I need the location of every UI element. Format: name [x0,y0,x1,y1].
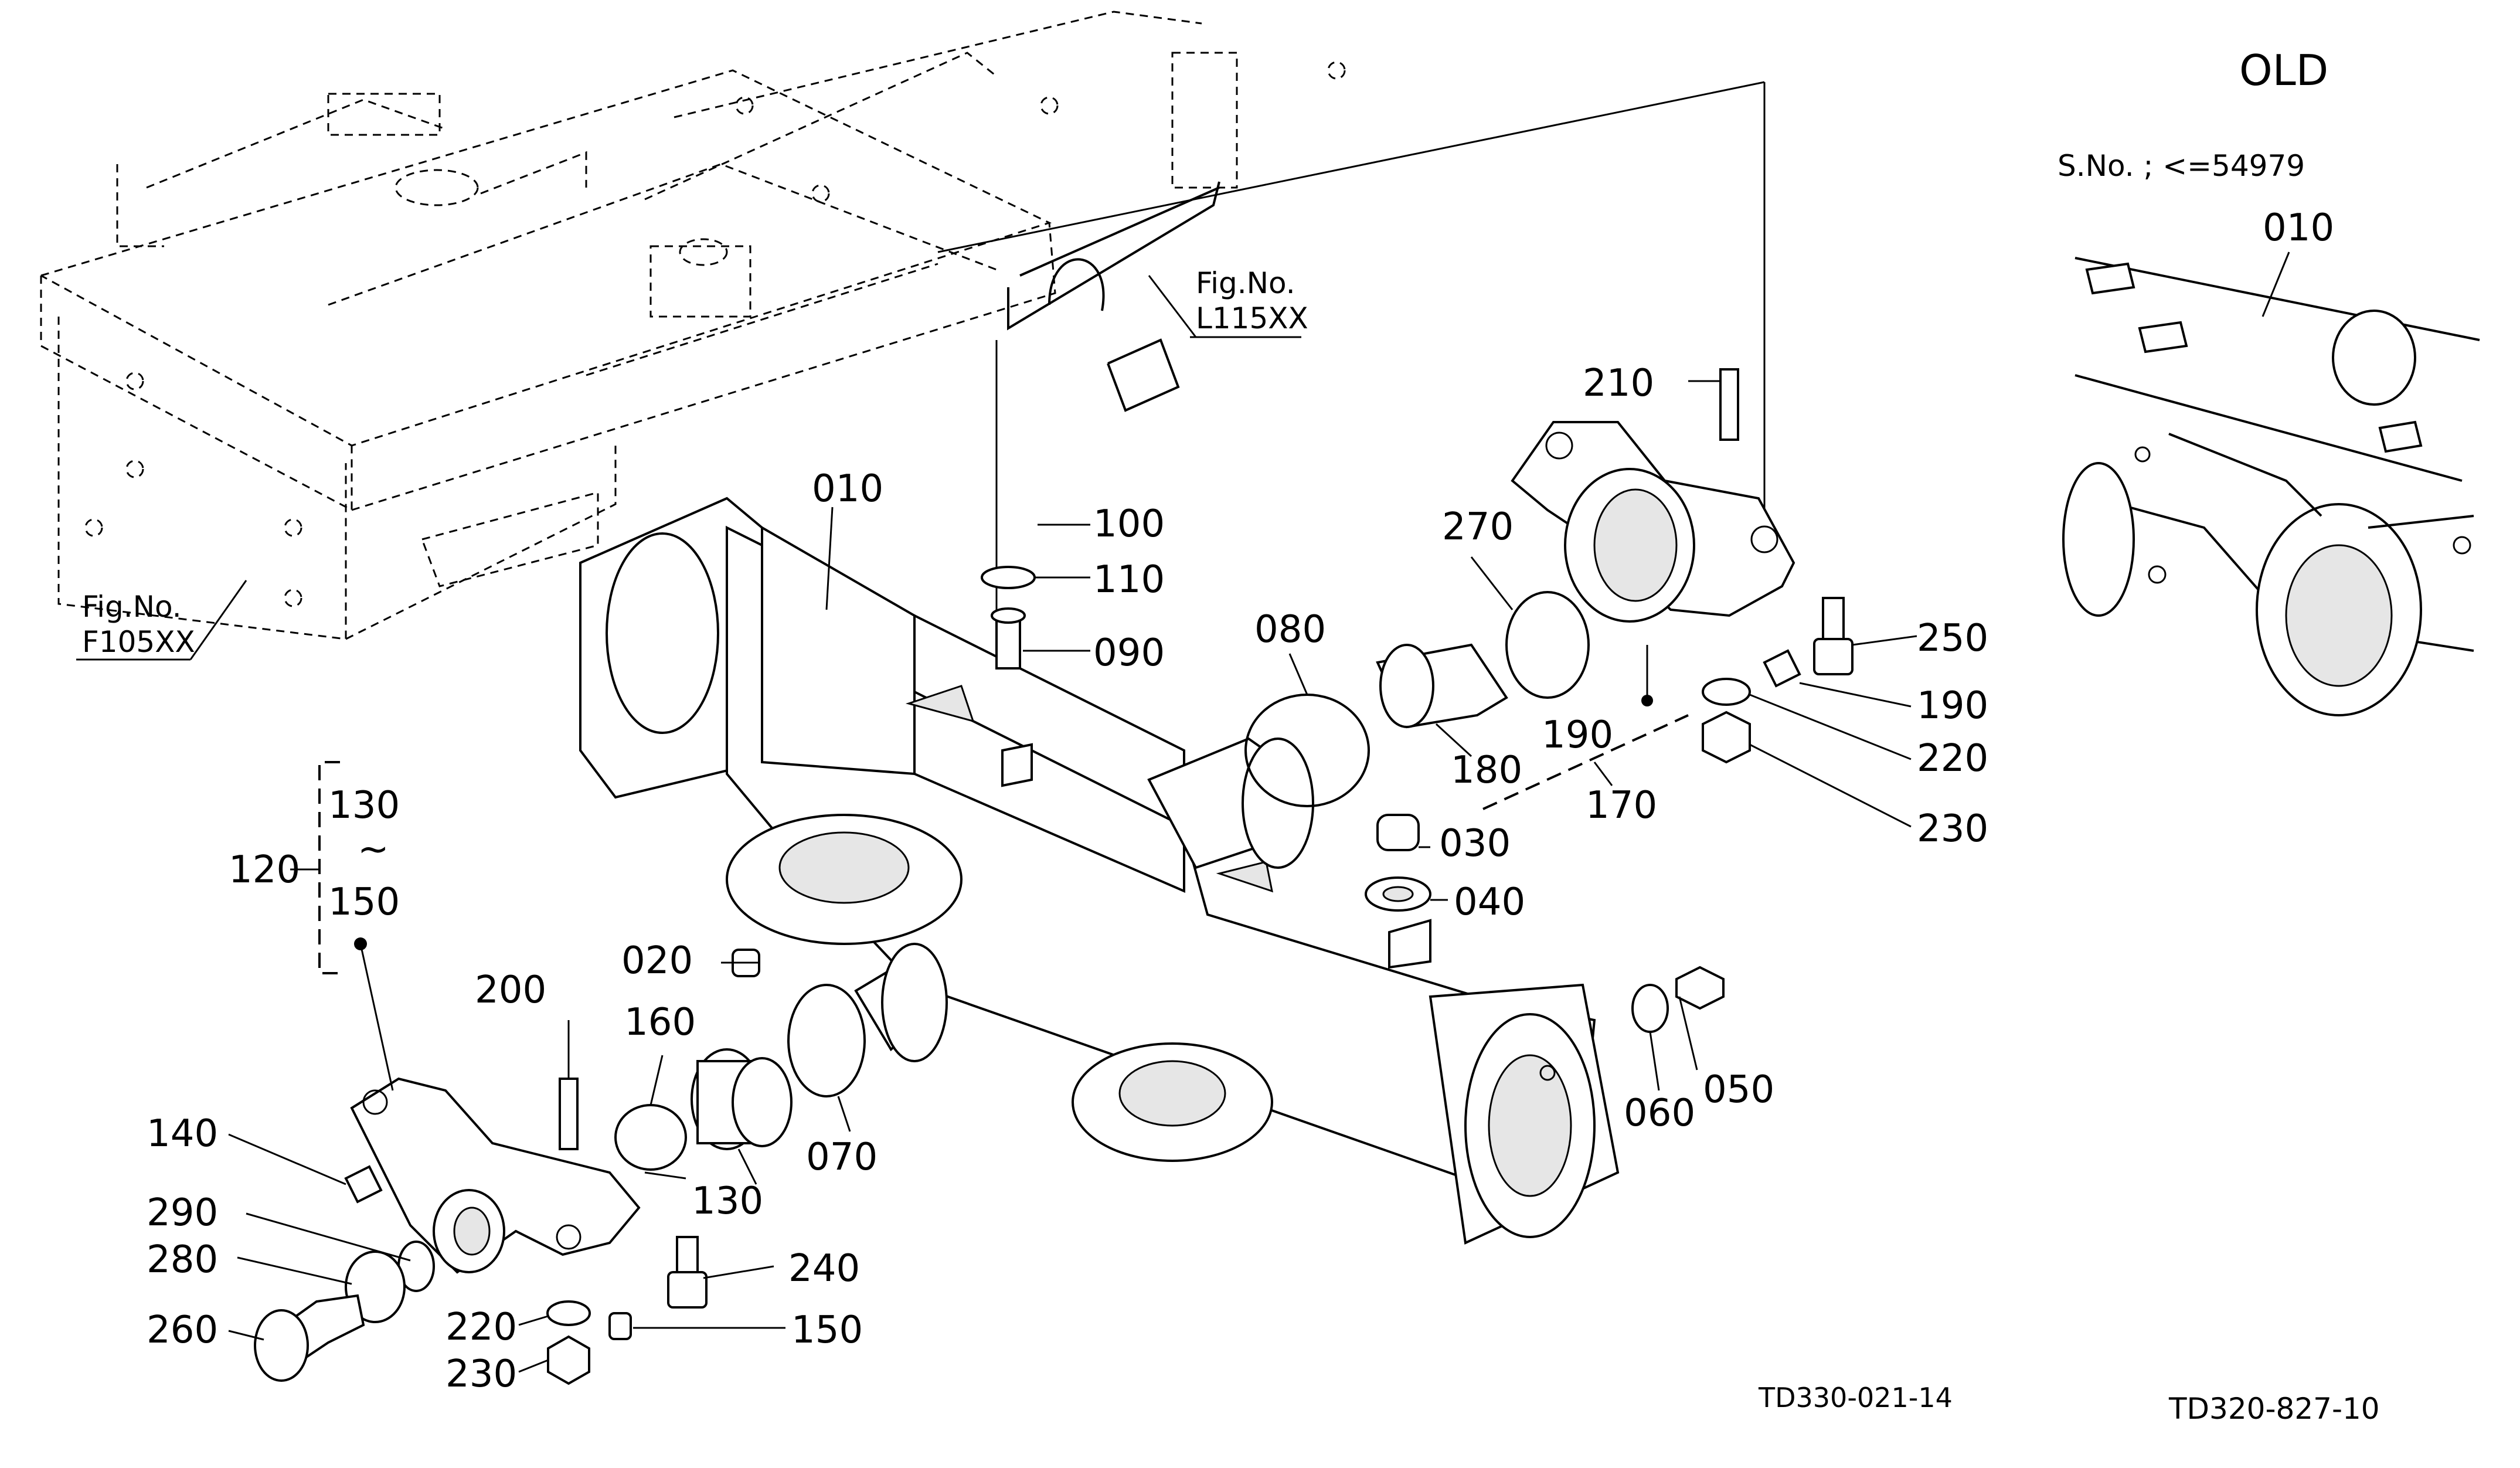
label-260: 260 [147,1309,218,1352]
label-240: 240 [788,1247,860,1290]
group-bottom-label: 150 [328,881,400,924]
group-top-label: 130 [328,784,400,827]
frame-ref-label: Fig.No. [82,590,182,624]
label-130: 130 [692,1180,763,1223]
label-050: 050 [1703,1068,1774,1112]
group-bracket: 120 130 ~ 150 [229,761,400,1091]
label-290: 290 [147,1191,218,1235]
frame-ref-callout: Fig.No. F105XX [76,580,247,661]
label-080: 080 [1254,608,1326,651]
drawing-code-outer: TD320-827-10 [2168,1392,2380,1426]
inset-title: OLD [2239,46,2328,95]
label-150: 150 [791,1309,863,1352]
frame-ref-number: F105XX [82,625,195,659]
label-100: 100 [1093,502,1165,546]
axle-housing-drawing [579,497,1620,1245]
knuckle-right-drawing [1511,421,1795,623]
group-tilde: ~ [358,828,389,871]
inset-serial: S.No. ; <=54979 [2058,149,2305,183]
label-280: 280 [147,1238,218,1282]
label-190-group: 190 [1542,713,1613,757]
label-140: 140 [147,1112,218,1156]
label-030: 030 [1439,822,1511,865]
inset-old: OLD S.No. ; <=54979 010 [2058,46,2480,716]
label-060: 060 [1624,1092,1695,1135]
label-230: 230 [1917,807,1988,851]
part-labels: 010 020 030 040 050 060 070 080 090 100 … [147,362,1988,1396]
label-170: 170 [1586,784,1657,827]
label-160: 160 [624,1001,696,1044]
label-090: 090 [1093,631,1165,675]
label-200: 200 [475,969,546,1012]
label-190: 190 [1917,684,1988,728]
pipe-ref-label: Fig.No. [1196,266,1295,300]
label-010: 010 [812,467,883,511]
pipe-ref-number: L115XX [1196,301,1308,335]
frame-drawing [40,11,1346,640]
knuckle-left-drawing [350,1077,641,1274]
inset-part-label: 010 [2263,206,2334,250]
label-230-lower: 230 [445,1353,517,1396]
group-170-bracket [1482,645,1689,810]
drawing-code-inner: TD330-021-14 [1758,1382,1953,1413]
label-180: 180 [1451,749,1522,792]
label-070: 070 [806,1136,878,1179]
group-main-label: 120 [229,848,300,892]
label-040: 040 [1454,881,1525,924]
label-210: 210 [1583,362,1654,405]
label-270: 270 [1442,505,1514,549]
pipe-bracket-drawing [937,81,1766,774]
label-220: 220 [1917,737,1988,780]
label-110: 110 [1093,558,1165,602]
leader-lines [228,380,1917,1373]
label-020: 020 [621,939,693,983]
label-220-lower: 220 [445,1306,517,1349]
label-250: 250 [1917,617,1988,660]
pipe-ref-callout: Fig.No. L115XX [1148,266,1308,338]
